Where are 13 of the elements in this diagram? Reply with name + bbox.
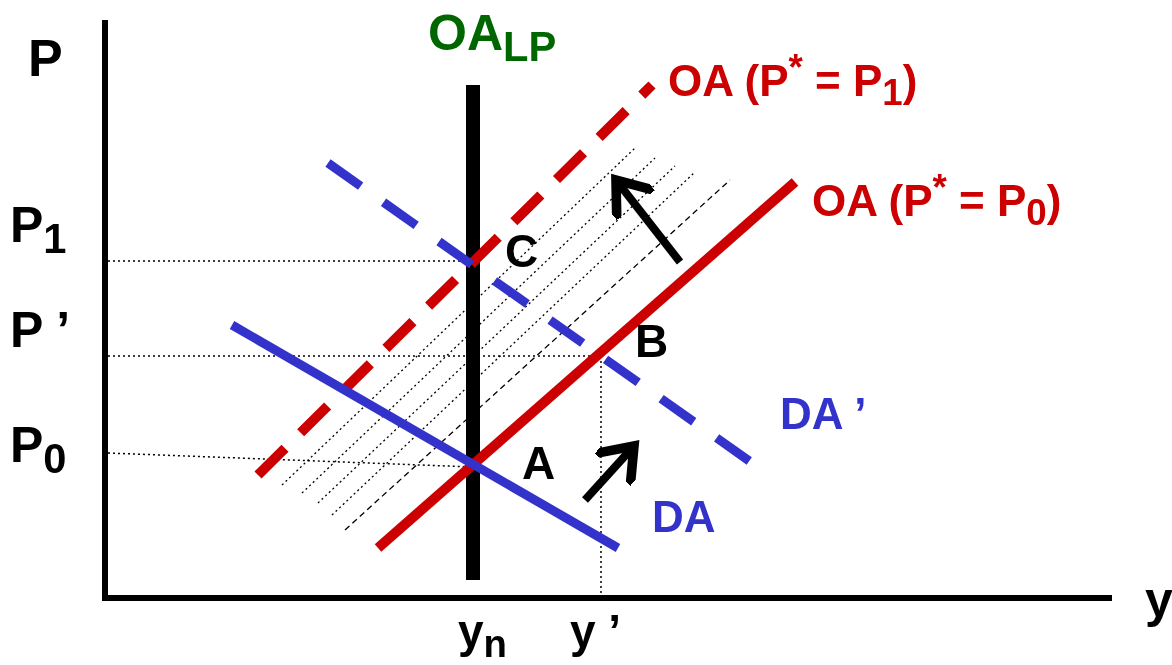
tick-label: P$_{1}$ [10,200,67,260]
curve-label: OA (P$^{*}$ = P$_{0}$) [812,170,1062,233]
tick-label: y$_{n}$ [458,608,507,664]
curve-label: DA ’ [780,392,867,436]
curve-label: DA [652,495,716,539]
axis-label: P [28,32,63,84]
curve-label: OA (P$^{*}$ = P$_{1}$) [668,50,918,113]
point-label: C [505,228,539,274]
curve-label: OA$_{LP}$ [428,8,557,68]
point-label: B [635,318,669,364]
tick-label: P ’ [10,305,71,355]
tick-label: P$_{0}$ [10,420,67,480]
point-label: A [522,440,556,486]
